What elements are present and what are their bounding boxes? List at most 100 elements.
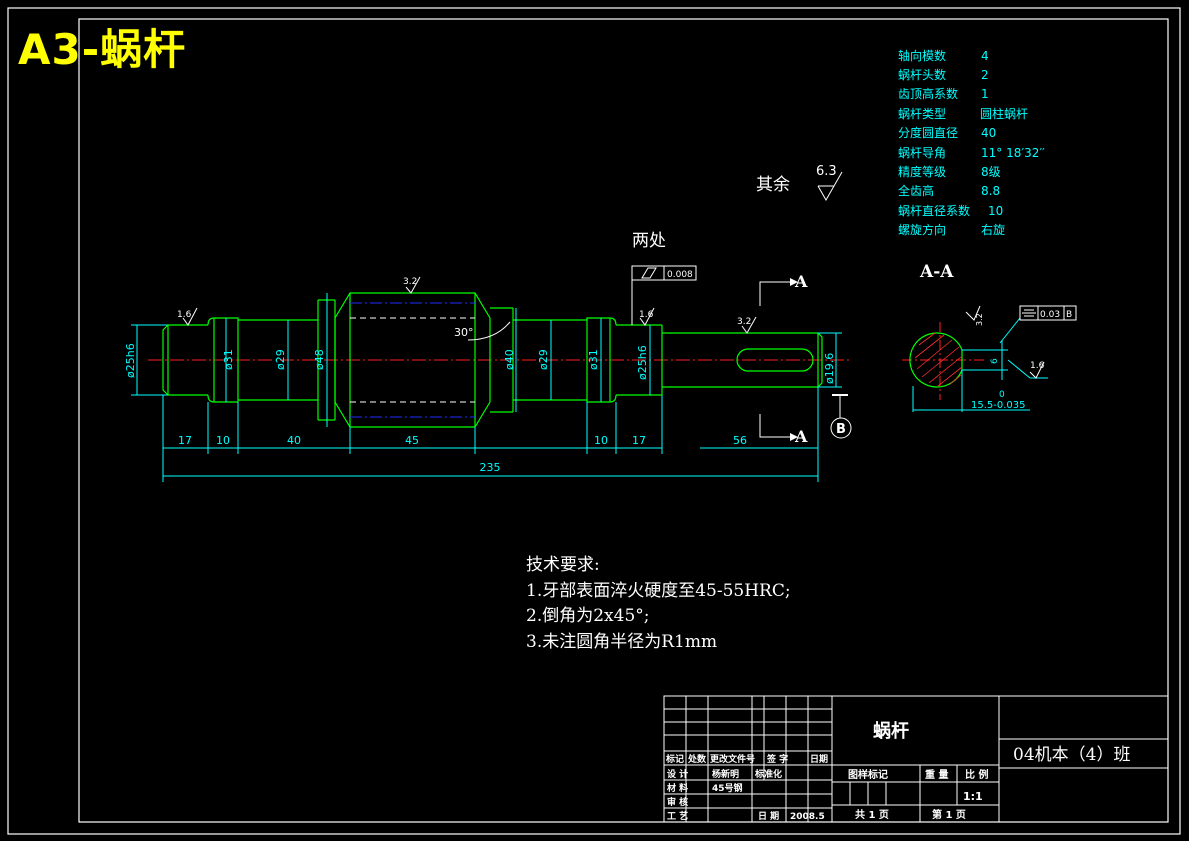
tb-value: 共 1 页 <box>855 808 889 821</box>
tb-header: 签 字 <box>766 753 788 765</box>
param-value: 4 <box>981 49 989 63</box>
param-label: 螺旋方向 <box>898 222 946 237</box>
tb-header: 更改文件号 <box>710 753 755 765</box>
param-label: 蜗杆头数 <box>898 67 946 82</box>
tb-header: 处数 <box>687 753 707 765</box>
roughness-values: 1.6 3.2 1.6 3.2 <box>177 277 751 327</box>
section-letter: A <box>794 427 808 446</box>
tb-label: 图样标记 <box>848 768 888 781</box>
hatch-line <box>916 339 953 370</box>
roughness-symbol-icon <box>405 276 421 294</box>
symmetry-datum: B <box>1066 310 1072 320</box>
tech-item: 3.未注圆角半径为R1mm <box>526 632 717 652</box>
roughness-marks <box>182 276 757 334</box>
dim-label: ø40 <box>503 349 516 370</box>
keyway-width: 6 <box>990 358 1000 364</box>
roughness-value: 1.6 <box>177 310 192 320</box>
title-block-frame <box>663 695 1169 823</box>
tb-header: 日期 <box>810 753 828 765</box>
length-dims <box>162 387 819 482</box>
tb-label: 工 艺 <box>667 810 688 822</box>
dim-label: ø29 <box>537 349 550 370</box>
leader-line <box>999 317 1021 344</box>
liangchu-note: 两处 <box>632 231 666 251</box>
tb-label: 比 例 <box>965 768 988 781</box>
runout-icon <box>641 267 657 279</box>
section-arrows <box>759 281 790 438</box>
tb-value: 1:1 <box>963 790 983 803</box>
roughness-value: 3.2 <box>737 317 751 327</box>
dim-label: 17 <box>632 434 646 447</box>
dim-label: 10 <box>216 434 230 447</box>
tb-label: 日 期 <box>758 810 779 822</box>
inner-frame <box>78 18 1169 823</box>
hatch-line <box>948 374 962 386</box>
angle-label: 30° <box>454 326 474 339</box>
section-view-label: A-A <box>919 262 954 282</box>
dim-label: ø25h6 <box>636 345 649 380</box>
class-name: 04机本（4）班 <box>1013 745 1130 765</box>
tb-value: 2008.5 <box>790 812 825 822</box>
param-label: 蜗杆导角 <box>898 145 946 160</box>
symmetry-value: 0.03 <box>1040 310 1060 320</box>
dim-label: ø31 <box>222 349 235 370</box>
param-value: 1 <box>981 87 989 101</box>
roughness-value: 3.2 <box>975 313 984 326</box>
diameter-labels: ø25h6 ø31 ø29 ø48 ø40 ø29 ø31 ø25h6 ø19.… <box>124 343 836 384</box>
roughness-symbol-icon <box>965 305 981 321</box>
hatch-line <box>914 334 945 359</box>
param-value: 8级 <box>981 165 1001 179</box>
tb-label: 标准化 <box>754 768 782 780</box>
dim-label: 40 <box>287 434 301 447</box>
zero-label: 0 <box>999 390 1005 400</box>
dim-label: 10 <box>594 434 608 447</box>
roughness-value: 1.6 <box>1030 361 1045 371</box>
roughness-symbol-icon <box>639 307 655 326</box>
sheet-title: A3-蜗杆 <box>18 25 187 74</box>
tb-label: 审 核 <box>667 796 688 808</box>
tb-label: 设 计 <box>667 768 688 780</box>
tolerance-frame <box>1019 305 1077 321</box>
tb-value: 45号钢 <box>712 782 743 794</box>
tb-label: 材 料 <box>666 782 688 794</box>
worm-thread-body <box>334 292 491 428</box>
param-value: 圆柱蜗杆 <box>980 106 1028 121</box>
length-labels: 17 10 40 45 10 17 56 235 <box>178 434 747 474</box>
param-value: 10 <box>988 204 1003 218</box>
tech-item: 1.牙部表面淬火硬度至45-55HRC; <box>526 581 791 601</box>
param-value: 2 <box>981 68 989 82</box>
roughness-symbol-icon <box>817 171 843 202</box>
datum-circle <box>830 417 852 439</box>
roughness-symbol-icon <box>1029 361 1045 379</box>
hatch-line <box>921 346 960 378</box>
dim-label: ø29 <box>274 349 287 370</box>
shaft-step-31 <box>207 317 239 403</box>
section-view: 6 0 15.5-0.035 0.03 B 3.2 1.6 <box>902 305 1077 412</box>
param-value: 8.8 <box>981 184 1000 198</box>
runout-value: 0.008 <box>667 270 693 280</box>
leader-line <box>1007 359 1031 379</box>
datum-letter: B <box>836 422 846 437</box>
arrow-head-icon <box>790 278 798 286</box>
roughness-symbol-icon <box>182 307 198 326</box>
dim-label: 235 <box>480 461 501 474</box>
keyway-depth: 15.5-0.035 <box>971 400 1026 411</box>
tech-item: 2.倒角为2x45°; <box>526 606 649 626</box>
hatch-line <box>937 366 963 387</box>
param-value: 40 <box>981 126 996 140</box>
tech-requirements: 技术要求: 1.牙部表面淬火硬度至45-55HRC; 2.倒角为2x45°; 3… <box>526 555 791 652</box>
dim-label: 56 <box>733 434 747 447</box>
title-block <box>663 695 1169 823</box>
tech-heading: 技术要求: <box>526 555 600 575</box>
diameter-dims <box>131 293 842 427</box>
arrow-head-icon <box>790 433 798 441</box>
section-profile <box>909 332 963 388</box>
section-line <box>759 414 790 438</box>
tb-label: 重 量 <box>925 768 948 781</box>
section-dims <box>912 317 1048 412</box>
tb-value: 第 1 页 <box>932 808 966 821</box>
keyway-slot <box>736 348 814 372</box>
shaft-outline <box>162 292 823 428</box>
param-value: 11° 18′32′′ <box>981 146 1045 160</box>
